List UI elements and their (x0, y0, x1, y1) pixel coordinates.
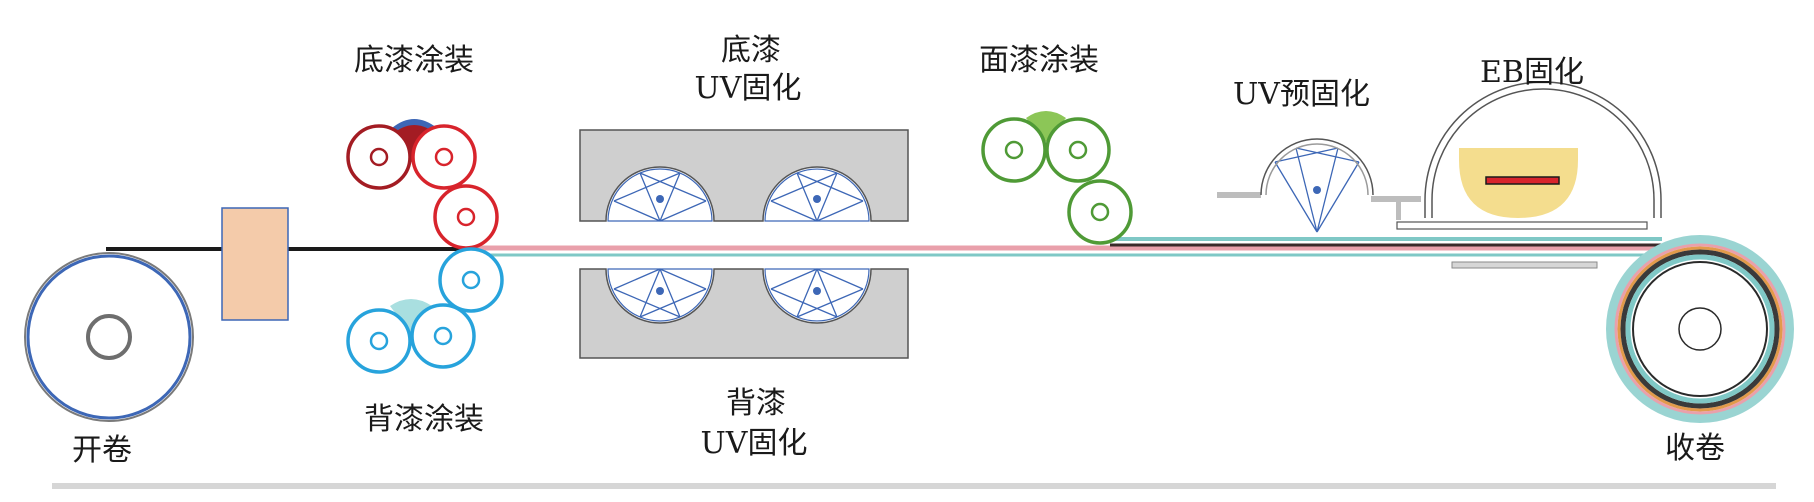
back-uv-label-line1: 背漆 (726, 386, 786, 421)
top-coating-label: 面漆涂装 (979, 43, 1099, 78)
rewind-label: 收卷 (1665, 431, 1725, 466)
primer-coating-label: 底漆涂装 (354, 43, 474, 78)
unwind-roll (24, 252, 194, 422)
uv-lamp (607, 268, 713, 322)
back-coater (346, 247, 504, 374)
eb-cure-label: EB固化 (1480, 55, 1584, 90)
primer-uv-label-line2: UV固化 (695, 71, 802, 106)
uv-lamp (764, 168, 870, 222)
unwind-label: 开卷 (72, 433, 132, 468)
primer-uv-label-line1: 底漆 (721, 33, 781, 68)
top-coater (981, 111, 1133, 245)
eb-cure-unit (1396, 81, 1662, 269)
uv-lamp-group (607, 147, 1360, 322)
back-uv-box (579, 268, 909, 359)
primer-coater (346, 119, 499, 250)
tension-pad (221, 207, 289, 321)
uv-pre-cure-unit (1217, 138, 1421, 220)
primer-uv-box (579, 129, 909, 222)
rewind-roll (1606, 235, 1794, 423)
uv-pre-cure-label: UV预固化 (1233, 77, 1370, 112)
back-coating-label: 背漆涂装 (364, 402, 484, 437)
uv-pre-cure-lamp (1274, 147, 1360, 233)
uv-lamp (607, 168, 713, 222)
uv-lamp (764, 268, 870, 322)
back-uv-label-line2: UV固化 (701, 426, 808, 461)
